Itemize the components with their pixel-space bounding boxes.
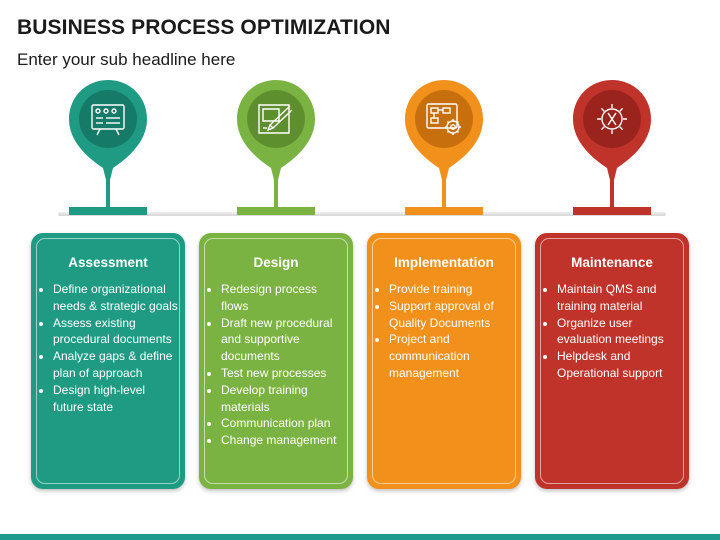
wrench-gear-icon	[597, 104, 627, 134]
card-bullets: Define organizational needs & strategic …	[35, 281, 179, 415]
flowchart-gear-icon	[426, 103, 461, 135]
card-title: Assessment	[68, 255, 148, 270]
bullet-item: Draft new procedural and supportive docu…	[221, 315, 347, 365]
bullet-item: Change management	[221, 432, 347, 449]
footer-accent-bar	[0, 534, 720, 540]
card-assessment: Assessment Define organizational needs &…	[31, 233, 185, 489]
slide-title: BUSINESS PROCESS OPTIMIZATION	[17, 16, 391, 39]
card-bullets: Redesign process flows Draft new procedu…	[203, 281, 347, 449]
card-bullets: Provide training Support approval of Qua…	[371, 281, 515, 382]
card-design: Design Redesign process flows Draft new …	[199, 233, 353, 489]
bullet-item: Project and communication management	[389, 331, 515, 381]
bullet-item: Helpdesk and Operational support	[557, 348, 683, 382]
card-title: Maintenance	[571, 255, 653, 270]
card-title: Implementation	[394, 255, 494, 270]
card-maintenance: Maintenance Maintain QMS and training ma…	[535, 233, 689, 489]
card-bullets: Maintain QMS and training material Organ…	[539, 281, 683, 382]
timeline-baseline	[58, 212, 666, 216]
bullet-item: Redesign process flows	[221, 281, 347, 315]
checklist-board-icon	[91, 104, 125, 136]
bullet-item: Assess existing procedural documents	[53, 315, 179, 349]
bullet-item: Provide training	[389, 281, 515, 298]
bullet-item: Develop training materials	[221, 382, 347, 416]
drafting-blueprint-icon	[258, 104, 293, 134]
card-implementation: Implementation Provide training Support …	[367, 233, 521, 489]
pin-implementation	[405, 80, 483, 220]
bullet-item: Maintain QMS and training material	[557, 281, 683, 315]
bullet-item: Communication plan	[221, 415, 347, 432]
bullet-item: Support approval of Quality Documents	[389, 298, 515, 332]
bullet-item: Analyze gaps & define plan of approach	[53, 348, 179, 382]
slide-subtitle: Enter your sub headline here	[17, 50, 236, 69]
bullet-item: Define organizational needs & strategic …	[53, 281, 179, 315]
pin-maintenance	[573, 80, 651, 220]
pin-design	[237, 80, 315, 220]
card-title: Design	[253, 255, 299, 270]
pin-assessment	[69, 80, 147, 220]
bullet-item: Organize user evaluation meetings	[557, 315, 683, 349]
bullet-item: Design high-level future state	[53, 382, 179, 416]
bullet-item: Test new processes	[221, 365, 347, 382]
